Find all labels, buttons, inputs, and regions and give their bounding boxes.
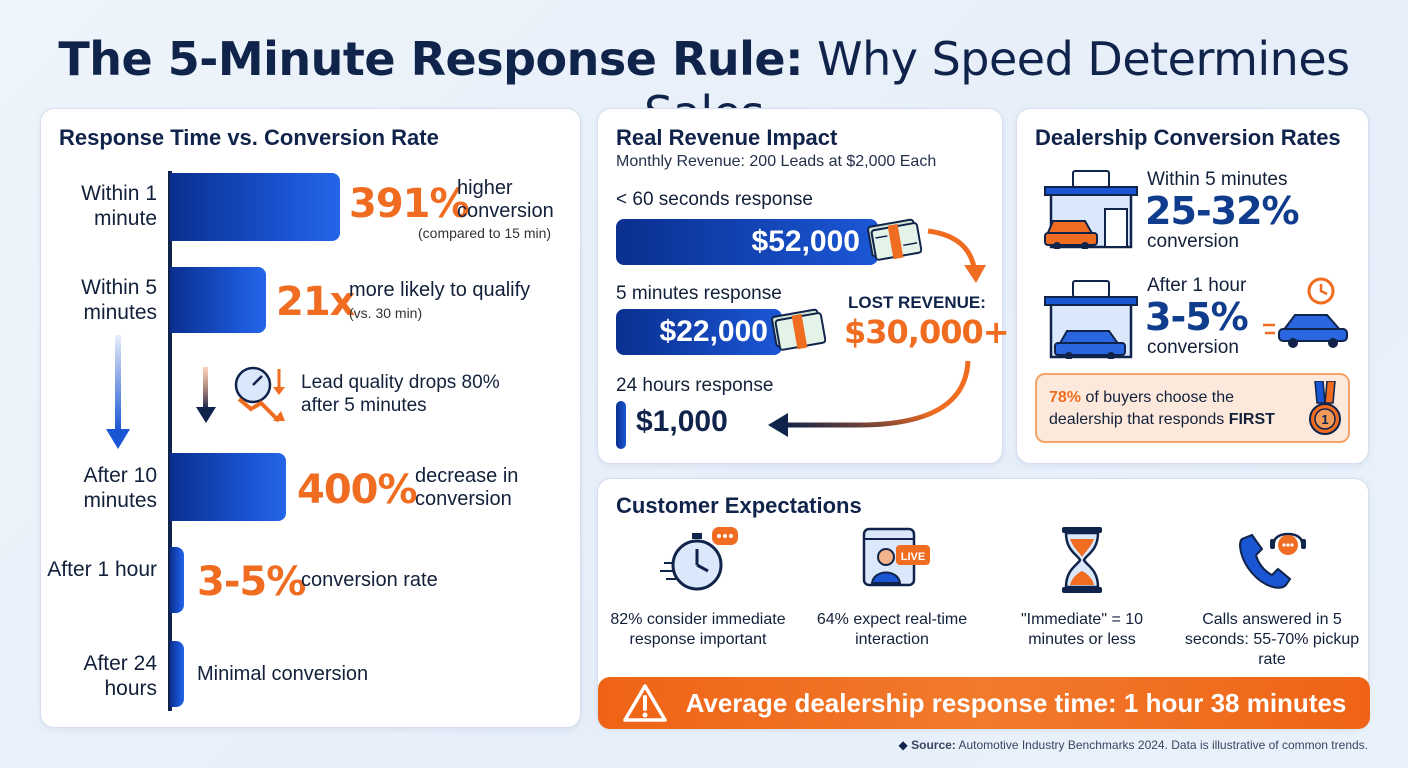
phone-headset-icon bbox=[1239, 532, 1306, 589]
response-time-heading: Response Time vs. Conversion Rate bbox=[59, 125, 439, 150]
bar-5min bbox=[170, 267, 266, 333]
rev-label-24h: 24 hours response bbox=[616, 375, 774, 396]
warning-icon bbox=[622, 684, 667, 722]
dealership-building-icon bbox=[1044, 280, 1138, 359]
deal-a-unit: conversion bbox=[1147, 231, 1239, 252]
speedometer-drop-icon bbox=[234, 366, 285, 423]
row-label-10min: After 10 minutes bbox=[83, 464, 157, 512]
title-light: Why Speed Determines Sales bbox=[644, 32, 1350, 140]
money-stack-icon bbox=[771, 308, 826, 351]
deal-b-label: After 1 hour bbox=[1147, 275, 1247, 296]
source-label: Source: bbox=[911, 738, 956, 752]
quality-drop-note: Lead quality drops 80% after 5 minutes bbox=[301, 372, 500, 416]
expectation-text-1: 82% consider immediate response importan… bbox=[610, 611, 786, 648]
expectation-item: Calls answered in 5 seconds: 55-70% pick… bbox=[1182, 525, 1362, 670]
note-21x: (vs. 30 min) bbox=[349, 305, 423, 321]
bar-1hour bbox=[170, 547, 184, 613]
callout-text-2: dealership that responds bbox=[1049, 411, 1225, 428]
medal-icon: 1 bbox=[1309, 381, 1341, 435]
stat-3-5: 3-5% bbox=[197, 559, 306, 605]
expectation-text-4: Calls answered in 5 seconds: 55-70% pick… bbox=[1184, 611, 1360, 668]
bar-24hours bbox=[170, 641, 184, 707]
medal-number: 1 bbox=[1321, 412, 1328, 427]
deal-a-value: 25-32% bbox=[1145, 189, 1300, 233]
banner-text: Average dealership response time: 1 hour… bbox=[685, 687, 1347, 718]
money-stack-icon bbox=[867, 218, 922, 261]
dealership-card: Dealership Conversion Rates Within 5 min… bbox=[1016, 108, 1369, 464]
stat-400: 400% bbox=[297, 467, 418, 513]
first-responder-callout: 78% of buyers choose the dealership that… bbox=[1035, 373, 1350, 443]
car-clock-icon bbox=[1263, 277, 1348, 348]
bar-1min bbox=[170, 173, 340, 241]
rev-bar-60s: $52,000 bbox=[616, 219, 878, 265]
row-label-24hours: After 24 hours bbox=[83, 652, 157, 700]
desc-minimal: Minimal conversion bbox=[197, 663, 369, 685]
dealership-building-icon bbox=[1044, 170, 1138, 249]
callout-text-1: of buyers choose the bbox=[1085, 389, 1235, 406]
page-title: The 5-Minute Response Rule: Why Speed De… bbox=[0, 32, 1408, 140]
timeline-axis bbox=[168, 171, 172, 711]
customer-expectations-card: Customer Expectations 82% consider immed… bbox=[597, 478, 1370, 729]
expectation-text-3: "Immediate" = 10 minutes or less bbox=[1020, 611, 1144, 648]
source-text: Automotive Industry Benchmarks 2024. Dat… bbox=[958, 738, 1368, 752]
lost-revenue-arrow-icon bbox=[768, 228, 986, 437]
stat-391: 391% bbox=[349, 181, 470, 227]
expectations-heading: Customer Expectations bbox=[616, 493, 862, 518]
deal-a-label: Within 5 minutes bbox=[1147, 169, 1288, 190]
lost-revenue-label: LOST REVENUE: bbox=[848, 293, 986, 312]
timeline-down-arrow-icon bbox=[106, 335, 130, 449]
rev-value-24h: $1,000 bbox=[636, 405, 728, 438]
rev-bar-24h bbox=[616, 401, 626, 449]
callout-first: FIRST bbox=[1228, 411, 1275, 428]
note-391: (compared to 15 min) bbox=[418, 225, 552, 241]
deal-b-unit: conversion bbox=[1147, 337, 1239, 358]
expectation-item: "Immediate" = 10 minutes or less bbox=[992, 525, 1172, 650]
quality-down-arrow-icon bbox=[196, 367, 216, 423]
expectation-text-2: 64% expect real-time interaction bbox=[816, 611, 968, 648]
source-note: ◆ Source: Automotive Industry Benchmarks… bbox=[899, 738, 1368, 752]
tag-icon: ◆ bbox=[898, 738, 908, 752]
callout-pct: 78% bbox=[1049, 389, 1082, 406]
response-time-card: Response Time vs. Conversion Rate Within… bbox=[40, 108, 581, 728]
deal-b-value: 3-5% bbox=[1145, 295, 1249, 339]
dealership-heading: Dealership Conversion Rates bbox=[1035, 125, 1341, 150]
title-bold: The 5-Minute Response Rule: bbox=[58, 32, 803, 86]
revenue-subheading: Monthly Revenue: 200 Leads at $2,000 Eac… bbox=[616, 153, 937, 170]
row-label-1min: Within 1 minute bbox=[81, 182, 157, 230]
rev-label-5min: 5 minutes response bbox=[616, 283, 782, 304]
desc-391: higher conversion bbox=[457, 177, 554, 222]
revenue-impact-card: Real Revenue Impact Monthly Revenue: 200… bbox=[597, 108, 1010, 464]
average-response-banner: Average dealership response time: 1 hour… bbox=[598, 677, 1370, 729]
expectation-item: LIVE 64% expect real-time interaction bbox=[802, 525, 982, 650]
rev-value-5min: $22,000 bbox=[659, 315, 768, 348]
stat-21x: 21x bbox=[276, 279, 355, 325]
rev-label-60s: < 60 seconds response bbox=[616, 189, 813, 210]
hourglass-icon bbox=[1062, 527, 1102, 593]
revenue-heading: Real Revenue Impact bbox=[616, 125, 838, 150]
row-label-5min: Within 5 minutes bbox=[81, 276, 157, 324]
rev-bar-5min: $22,000 bbox=[616, 309, 782, 355]
lost-revenue-value: $30,000+ bbox=[844, 313, 1010, 351]
row-label-1hour: After 1 hour bbox=[47, 558, 157, 581]
desc-21x: more likely to qualify bbox=[349, 279, 531, 301]
live-chat-icon: LIVE bbox=[862, 527, 930, 587]
stopwatch-chat-icon bbox=[660, 527, 738, 591]
expectation-item: 82% consider immediate response importan… bbox=[608, 525, 788, 650]
bar-10min bbox=[170, 453, 286, 521]
rev-value-60s: $52,000 bbox=[751, 225, 860, 258]
desc-3-5: conversion rate bbox=[301, 569, 438, 591]
desc-400: decrease in conversion bbox=[415, 465, 519, 510]
live-tag: LIVE bbox=[901, 551, 925, 563]
